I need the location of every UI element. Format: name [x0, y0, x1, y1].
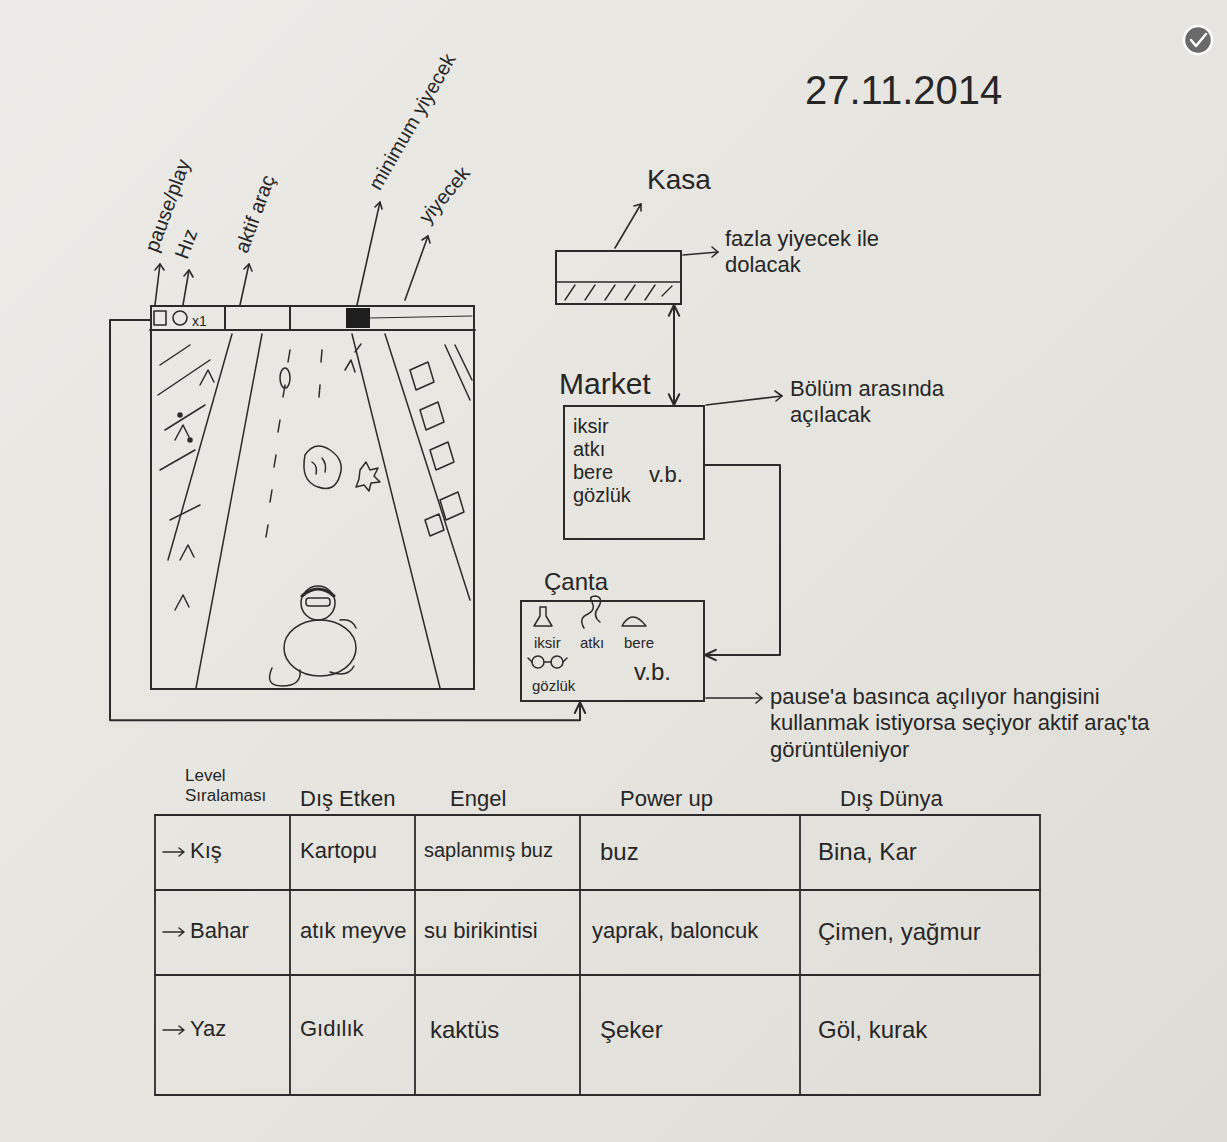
- table-cell: Çimen, yağmur: [818, 918, 1033, 947]
- table-header: Dış Dünya: [840, 786, 943, 812]
- game-illustration: [158, 334, 472, 688]
- box-heading: Çanta: [544, 568, 608, 596]
- box-heading: Market: [559, 367, 651, 402]
- connector-line: [673, 305, 675, 405]
- callout-text: Hız: [169, 226, 202, 262]
- arrow-head: [669, 394, 679, 405]
- note-text: pause'a basınca açılıyor hangisini kulla…: [770, 684, 1200, 763]
- table-cell: su birikintisi: [424, 918, 576, 944]
- table-cell: Göl, kurak: [818, 1016, 1033, 1045]
- game-screen: x1: [150, 305, 475, 690]
- table-cell: buz: [600, 838, 795, 867]
- table-cell: Kartopu: [300, 838, 412, 864]
- table-cell: Bahar: [190, 918, 285, 944]
- table-header: Level Sıralaması: [185, 766, 295, 807]
- arrow-head: [669, 305, 679, 316]
- table-cell: Gıdılık: [300, 1016, 412, 1042]
- speed-multiplier: x1: [192, 313, 207, 329]
- etc-note: v.b.: [634, 658, 671, 686]
- table-cell: kaktüs: [430, 1016, 575, 1045]
- table-cell: saplanmış buz: [424, 838, 576, 862]
- item-label: bere: [624, 634, 654, 651]
- item-list: iksir atkı bere gözlük: [573, 415, 631, 507]
- callout-text: aktif araç: [229, 172, 279, 256]
- arrow-head: [575, 702, 585, 713]
- bag-icons: [528, 596, 646, 668]
- market-box: Marketiksir atkı bere gözlükv.b.: [563, 405, 705, 540]
- item-label: iksir: [534, 634, 561, 651]
- item-label: gözlük: [532, 677, 575, 694]
- table-cell: Bina, Kar: [818, 838, 1033, 867]
- table-header: Power up: [620, 786, 713, 812]
- table-cell: Şeker: [600, 1016, 795, 1045]
- table-header: Dış Etken: [300, 786, 395, 812]
- kasa-fill: [557, 282, 680, 300]
- item-label: atkı: [580, 634, 604, 651]
- storage-box: Kasa: [555, 250, 682, 305]
- bag-box: Çantaiksiratkıberegözlükv.b.: [520, 600, 705, 702]
- note-text: fazla yiyecek ile dolacak: [725, 226, 905, 279]
- level-table: [155, 815, 1040, 1095]
- arrow-head: [705, 650, 716, 660]
- etc-note: v.b.: [649, 462, 683, 487]
- connector-line: [705, 465, 780, 655]
- table-cell: Kış: [190, 838, 285, 864]
- connector: [669, 305, 679, 405]
- top-bar: [150, 306, 475, 330]
- note-text: Bölüm arasında açılacak: [790, 376, 965, 429]
- check-icon: [1184, 26, 1212, 54]
- callout-text: yiyecek: [414, 161, 475, 228]
- table-header: Engel: [450, 786, 506, 812]
- box-heading: Kasa: [647, 164, 711, 196]
- table-cell: yaprak, baloncuk: [592, 918, 797, 944]
- table-cell: Yaz: [190, 1016, 285, 1042]
- date: 27.11.2014: [805, 66, 1002, 114]
- leader-lines: [155, 202, 782, 703]
- connector: [110, 320, 585, 720]
- connector-line: [110, 320, 580, 720]
- connector: [705, 465, 780, 660]
- table-cell: atık meyve: [300, 918, 412, 944]
- check-mark: [1191, 34, 1206, 46]
